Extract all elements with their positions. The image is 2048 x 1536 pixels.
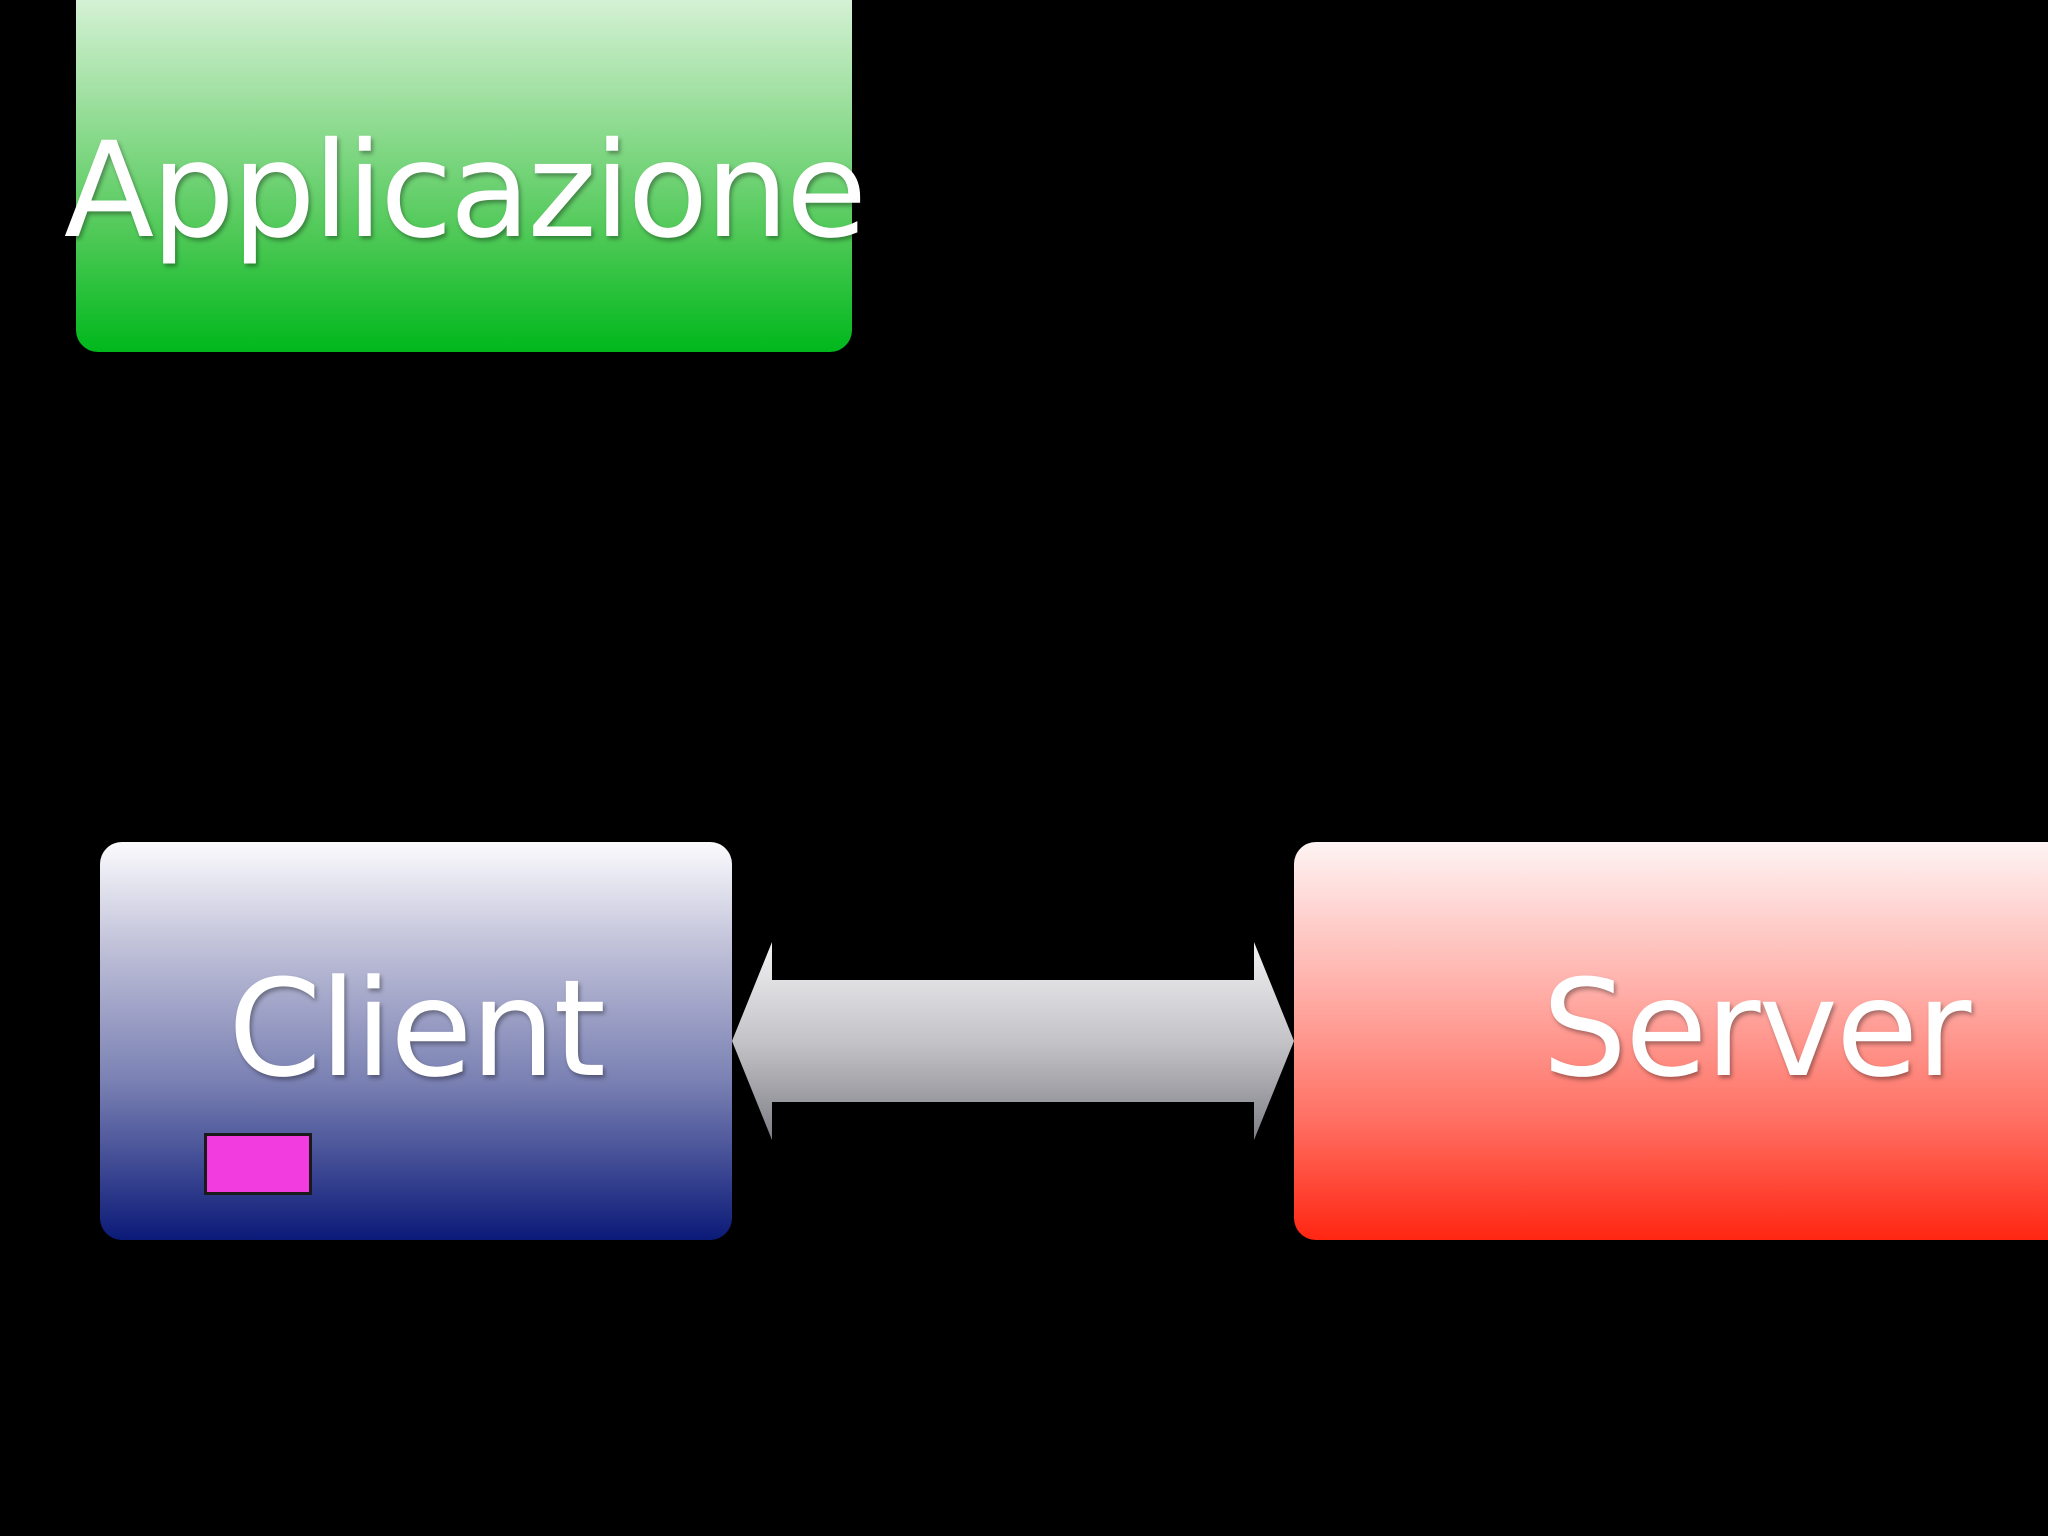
application-label: Applicazione (63, 114, 867, 268)
server-label: Server (1542, 951, 1971, 1107)
application-box: Applicazione (64, 0, 867, 352)
client-box: Client (100, 842, 732, 1240)
bidirectional-arrow-icon (732, 942, 1294, 1140)
arrow-shape (732, 942, 1294, 1140)
server-box: Server (1294, 842, 2048, 1240)
client-marker (204, 1133, 312, 1195)
client-label: Client (228, 951, 606, 1107)
